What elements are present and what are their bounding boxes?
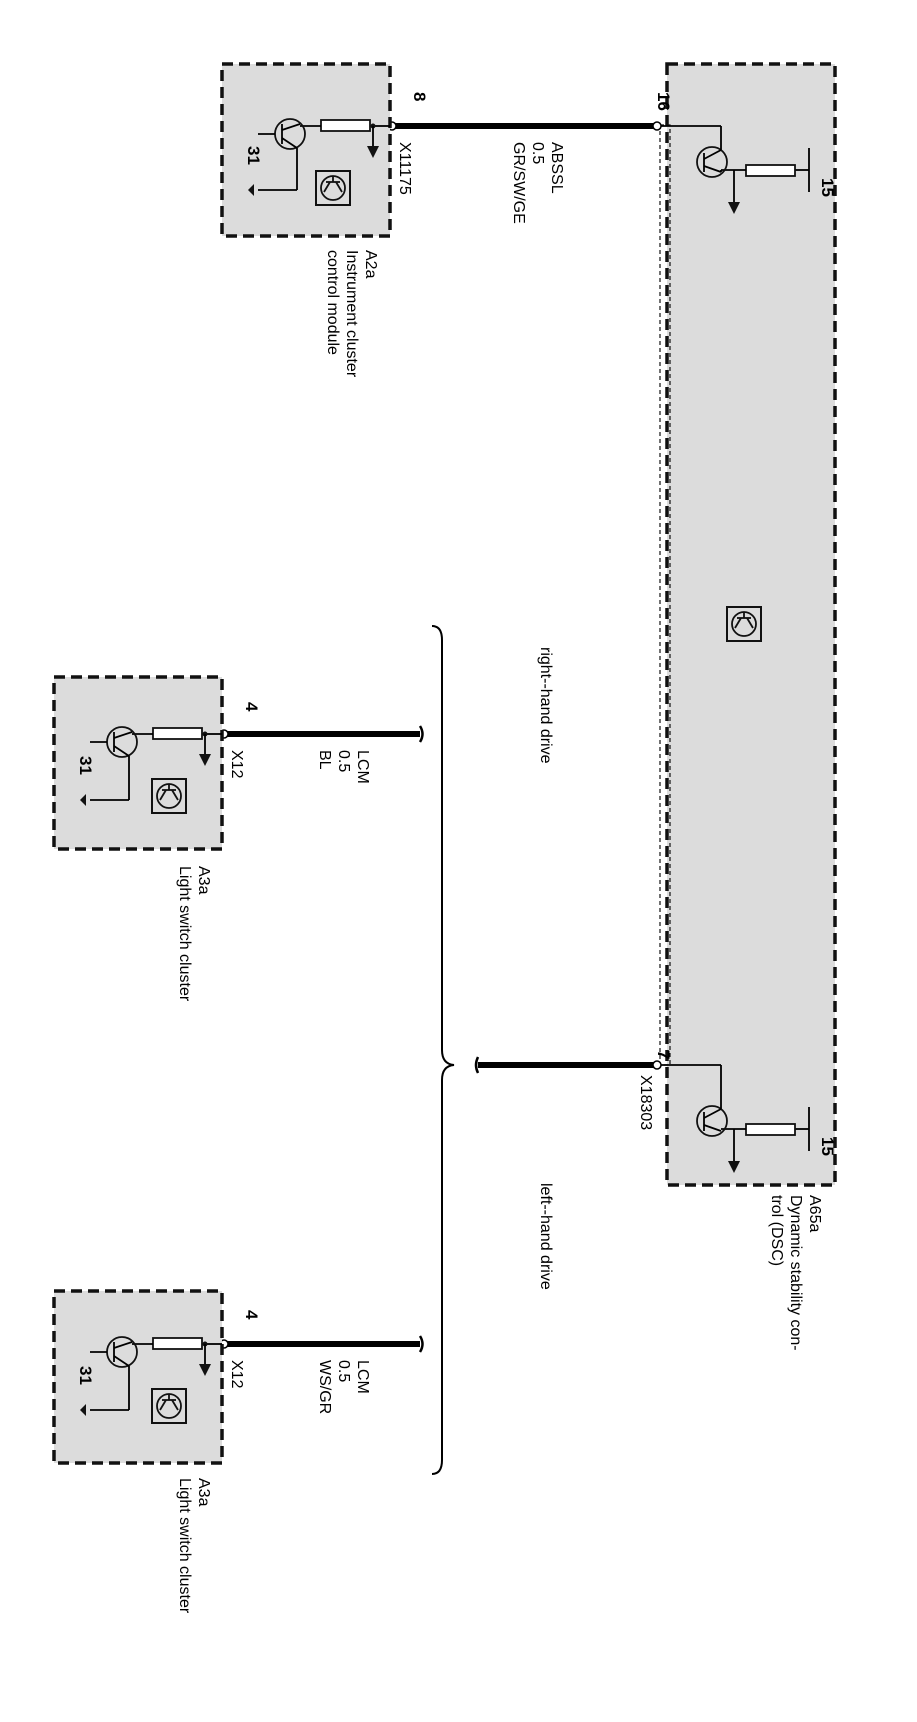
dsc-module-code: A65a [806,1195,823,1232]
wire-lcm-lhd-signal: LCM [354,1360,371,1394]
ls-rhd-pin-label: 4 [242,702,261,712]
dsc-pin-top: 16 [654,92,673,111]
variant-lhd-label: left--hand drive [537,1183,554,1290]
wire-absssl-color: GR/SW/GE [510,142,527,224]
ls-lhd-module-code: A3a [195,1478,212,1507]
light-switch-lhd-box [52,1289,224,1465]
ic-pin-label: 8 [410,92,429,101]
dsc-pin-bottom: 7 [654,1050,673,1059]
variant-brace [431,625,455,1475]
dsc-connector-label: X18303 [637,1075,654,1130]
ic-module-code: A2a [362,250,379,279]
ic-module-name-line1: Instrument cluster [343,250,360,378]
instrument-cluster-box [220,62,392,238]
dsc-output-stage-bottom [660,1064,810,1173]
ls-lhd-ground-label: 31 [76,1366,95,1385]
ls-rhd-module-name: Light switch cluster [176,866,193,1002]
dsc-module-name-line2: trol (DSC) [768,1195,785,1266]
dsc-pin-bottom-terminal [652,1060,662,1070]
wire-pin7-break-icon [474,1056,480,1074]
dsc-supply-bottom-label: 15 [818,1137,837,1156]
dsc-module-name-line1: Dynamic stability con- [787,1195,804,1351]
wire-lcm-rhd-signal: LCM [354,750,371,784]
wire-lcm-rhd-break-icon [418,725,424,743]
dsc-supply-top-label: 15 [818,178,837,197]
wire-lcm-lhd-color: WS/GR [316,1360,333,1414]
light-switch-rhd-box [52,675,224,851]
ls-rhd-module-code: A3a [195,866,212,895]
instrument-cluster-module: 31 [220,62,392,238]
wire-absssl-signal: ABSSL [548,142,565,194]
variant-rhd-label: right--hand drive [537,647,554,764]
ic-connector-label: X11175 [396,142,413,195]
light-switch-rhd-module: 31 [52,675,224,851]
ls-lhd-pin-label: 4 [242,1310,261,1320]
wire-lcm-rhd-gauge: 0.5 [335,750,352,772]
dsc-output-stage-top [660,125,810,214]
ic-module-name-line2: control module [324,250,341,355]
wire-lcm-lhd-break-icon [418,1335,424,1353]
wire-lcm-rhd-color: BL [316,750,333,770]
wire-lcm-lhd-gauge: 0.5 [335,1360,352,1382]
dsc-pin-top-terminal [652,121,662,131]
ls-lhd-connector-label: X12 [228,1360,245,1389]
ic-ground-label: 31 [244,146,263,165]
dsc-module: 15 15 [659,62,837,1187]
wire-absssl-gauge: 0.5 [529,142,546,164]
ls-rhd-connector-label: X12 [228,750,245,779]
light-switch-lhd-module: 31 [52,1289,224,1465]
ls-rhd-ground-label: 31 [76,756,95,775]
ls-lhd-module-name: Light switch cluster [176,1478,193,1614]
